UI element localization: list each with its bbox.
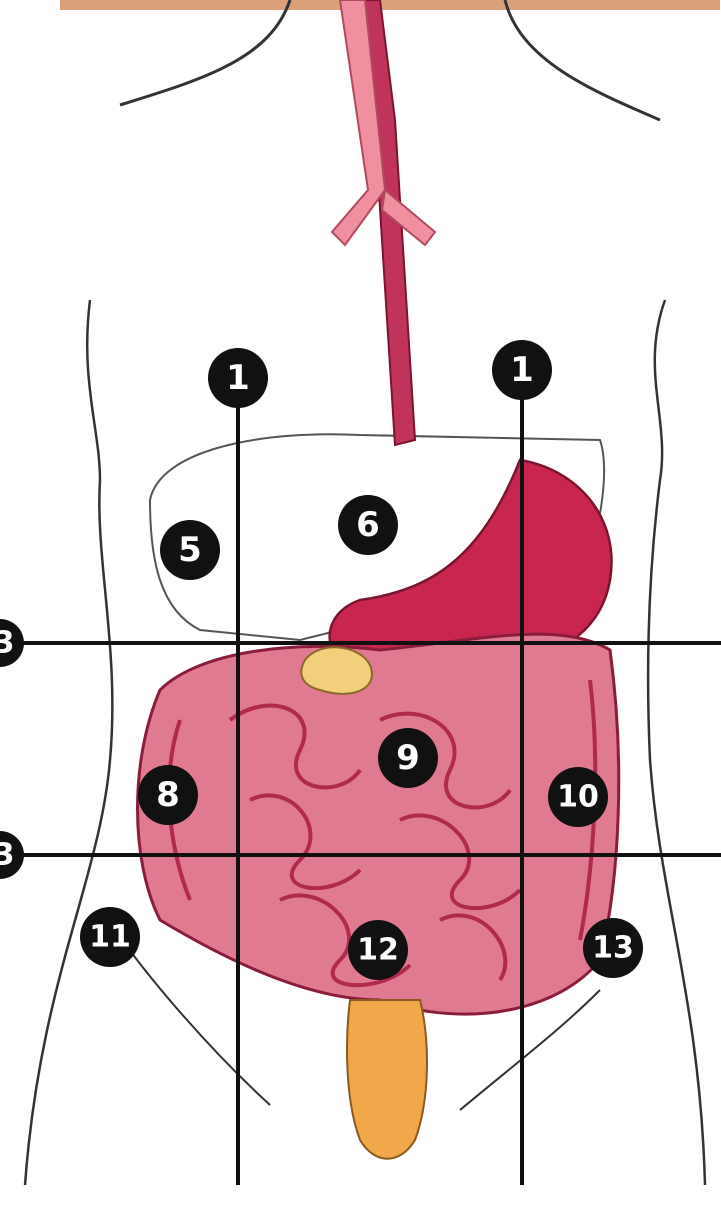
marker-region-9: 9 <box>378 728 438 788</box>
marker-region-12: 12 <box>348 920 408 980</box>
marker-label: 12 <box>357 933 399 968</box>
marker-label: 5 <box>178 530 202 570</box>
marker-label: 3 <box>0 838 14 873</box>
torso-outline-right <box>648 300 705 1185</box>
marker-horizontal-lower: 3 <box>0 831 24 879</box>
marker-label: 8 <box>156 775 180 815</box>
marker-label: 6 <box>356 505 380 545</box>
marker-label: 13 <box>592 931 634 966</box>
marker-label: 1 <box>510 350 534 390</box>
marker-label: 1 <box>226 358 250 398</box>
torso-outline-left <box>25 300 112 1185</box>
marker-vertical-right: 1 <box>492 340 552 400</box>
marker-horizontal-upper: 3 <box>0 619 24 667</box>
marker-region-10: 10 <box>548 767 608 827</box>
gallbladder <box>301 647 372 694</box>
marker-region-8: 8 <box>138 765 198 825</box>
neck-outline-left <box>120 0 290 105</box>
marker-region-5: 5 <box>160 520 220 580</box>
rectum <box>347 1000 427 1159</box>
marker-label: 11 <box>89 920 131 955</box>
neck-outline-right <box>505 0 660 120</box>
marker-region-11: 11 <box>80 907 140 967</box>
marker-vertical-left: 1 <box>208 348 268 408</box>
marker-label: 9 <box>396 738 420 778</box>
marker-region-13: 13 <box>583 918 643 978</box>
marker-region-6: 6 <box>338 495 398 555</box>
marker-label: 3 <box>0 626 14 661</box>
marker-label: 10 <box>557 780 599 815</box>
top-cropped-strip <box>60 0 720 10</box>
